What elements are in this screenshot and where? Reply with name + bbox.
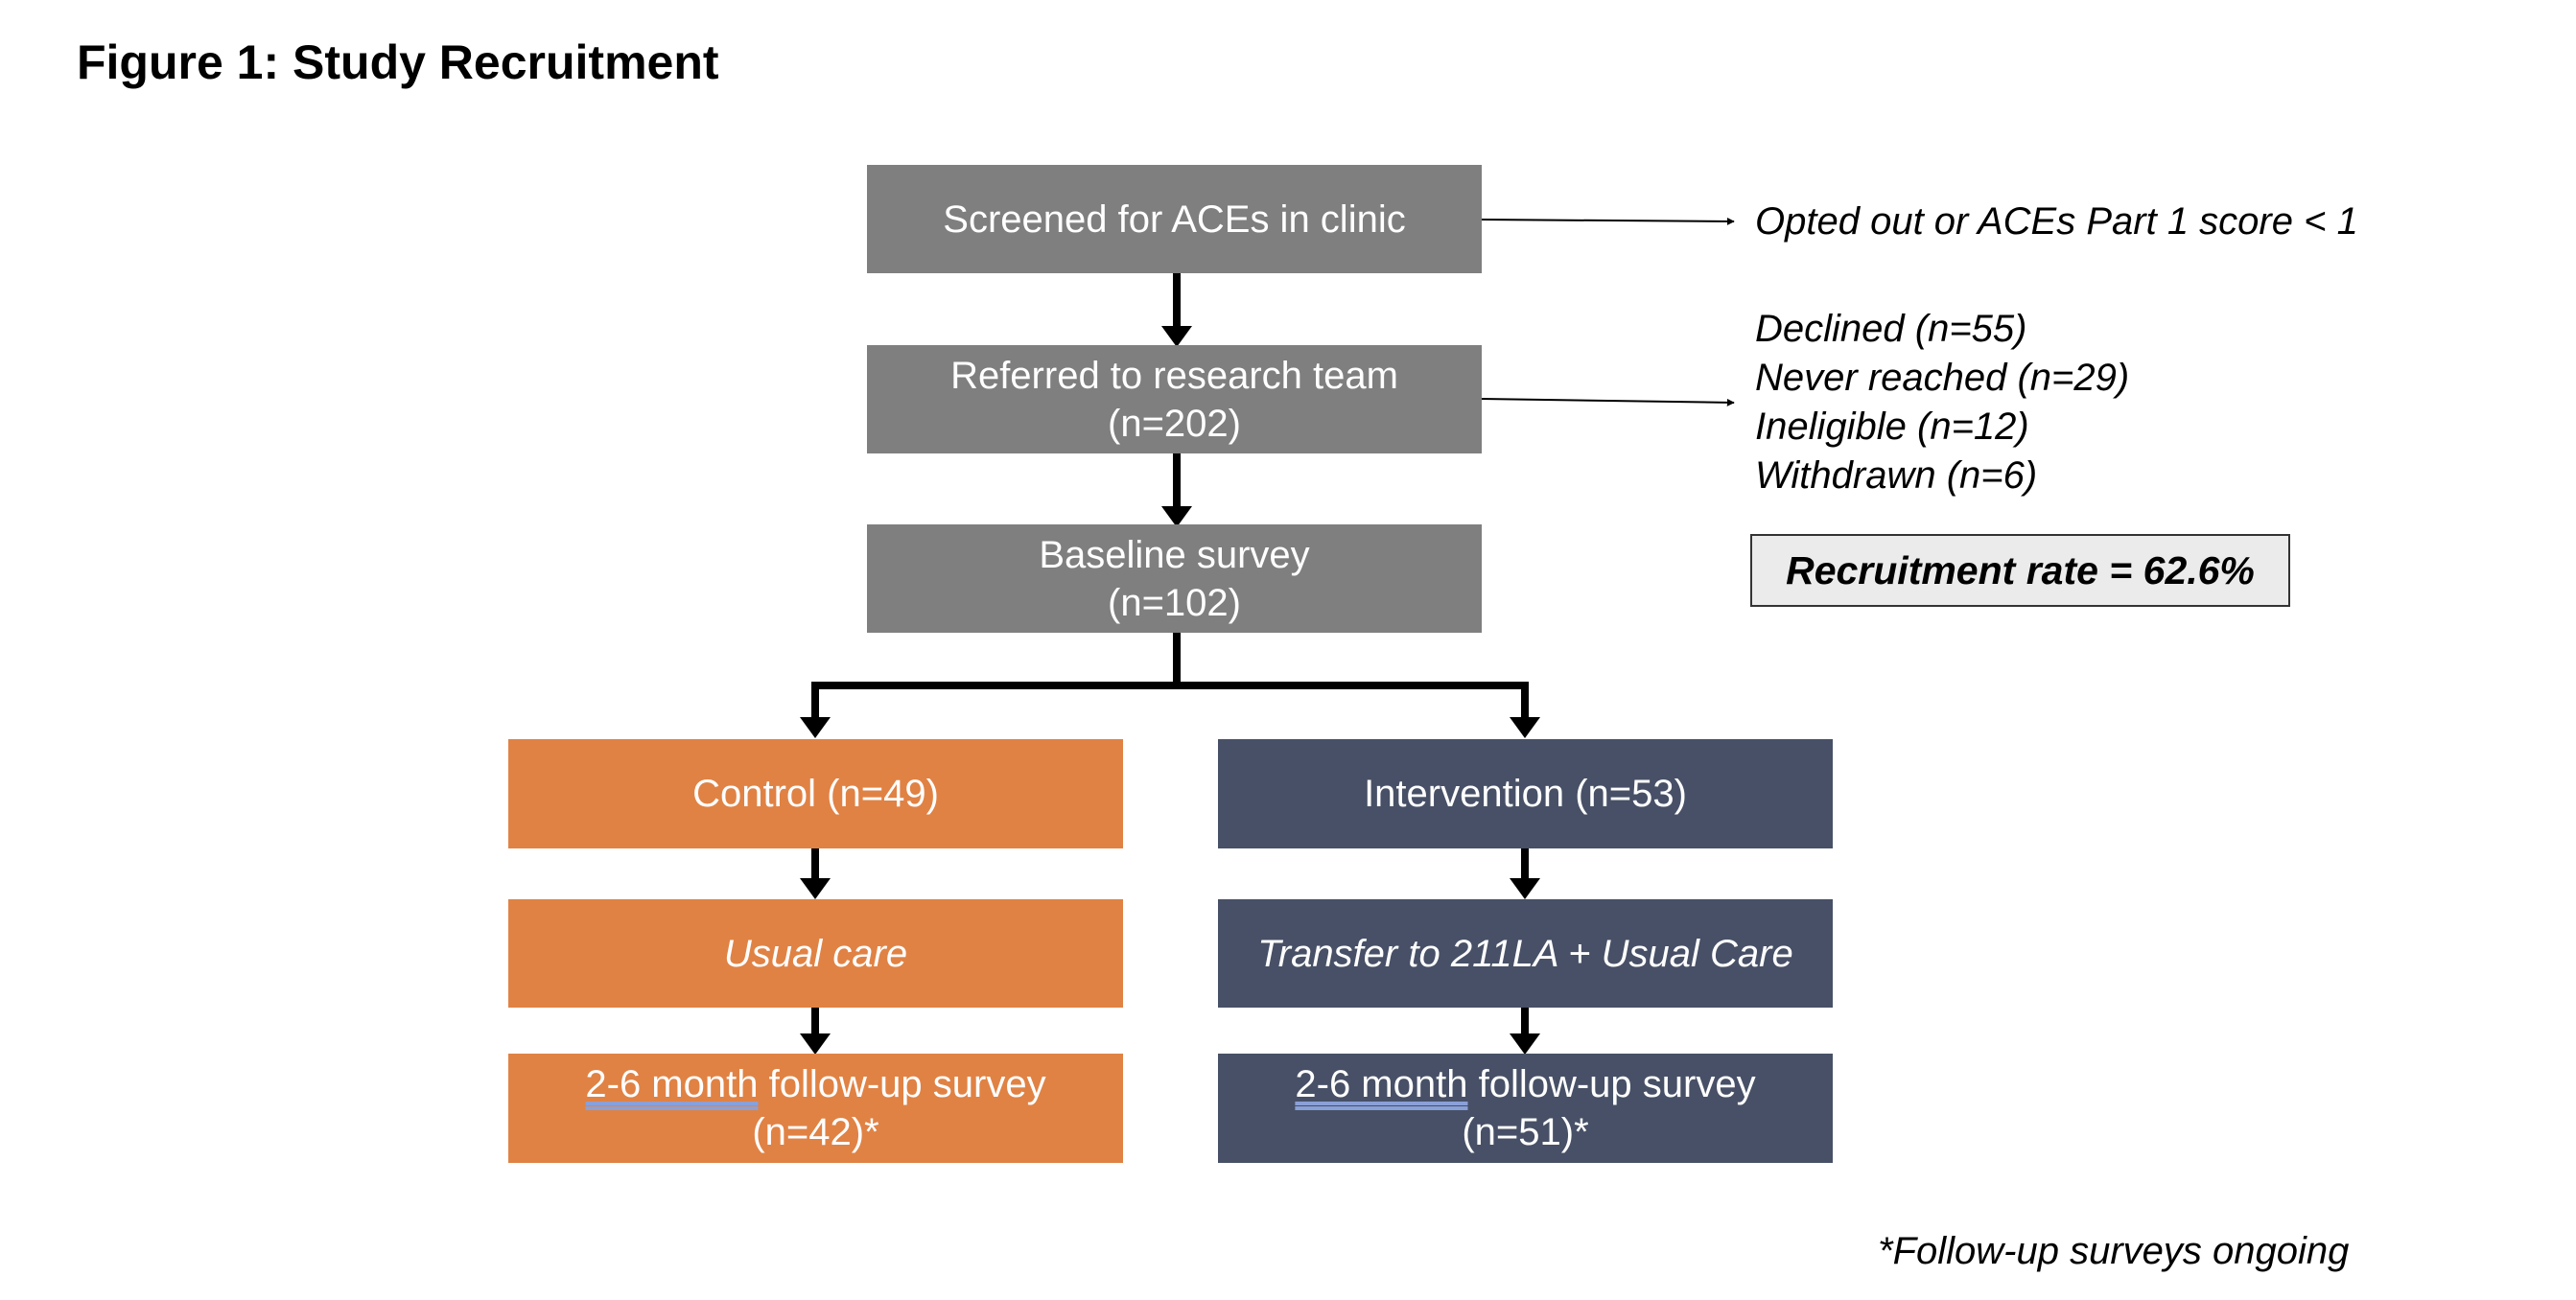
exclusion-ineligible: Ineligible (n=12) [1755,406,2029,448]
recruitment-rate-label: Recruitment rate = 62.6% [1786,547,2255,592]
exclusion-declined: Declined (n=55) [1755,308,2027,350]
arrowhead-baseline [1161,506,1192,527]
arrowhead-transfer [1510,878,1540,899]
transfer-label: Transfer to 211LA + Usual Care [1257,932,1793,975]
arrowhead-control [800,717,831,738]
baseline-box: Baseline survey (n=102) [867,524,1482,633]
arrow-to-exclusions [1481,398,1735,406]
control-label: Control (n=49) [692,773,939,815]
screened-box: Screened for ACEs in clinic [867,165,1482,273]
figure-title: Figure 1: Study Recruitment [77,35,719,89]
exclusion-never-reached: Never reached (n=29) [1755,357,2130,399]
intervention-followup-line1: 2-6 month follow-up survey [1295,1060,1755,1108]
arrowhead-intervention-followup [1510,1033,1540,1055]
intervention-followup-text: follow-up survey [1467,1063,1756,1105]
control-box: Control (n=49) [508,739,1123,848]
intervention-followup-count: (n=51)* [1462,1111,1589,1153]
baseline-count: (n=102) [1108,581,1241,624]
intervention-box: Intervention (n=53) [1218,739,1833,848]
control-followup-box: 2-6 month follow-up survey (n=42)* [508,1054,1123,1163]
usual-care-box: Usual care [508,899,1123,1008]
exclusion-reasons: Declined (n=55) Never reached (n=29) Ine… [1755,305,2129,500]
referred-box: Referred to research team (n=202) [867,345,1482,453]
arrowhead-usual-care [800,878,831,899]
control-followup-count: (n=42)* [752,1111,879,1153]
transfer-box: Transfer to 211LA + Usual Care [1218,899,1833,1008]
arrowhead-referred [1161,326,1192,347]
intervention-followup-box: 2-6 month follow-up survey (n=51)* [1218,1054,1833,1163]
control-followup-line1: 2-6 month follow-up survey [585,1060,1045,1108]
control-followup-period: 2-6 month [585,1063,759,1105]
opted-out-note: Opted out or ACEs Part 1 score < 1 [1755,200,2358,243]
exclusion-withdrawn: Withdrawn (n=6) [1755,454,2038,497]
referred-label: Referred to research team [950,354,1398,397]
arrowhead-intervention [1510,717,1540,738]
baseline-label: Baseline survey [1039,533,1310,576]
control-followup-text: follow-up survey [758,1063,1046,1105]
referred-count: (n=202) [1108,402,1241,445]
arrow-to-opted-out [1481,217,1735,225]
intervention-followup-period: 2-6 month [1295,1063,1468,1105]
intervention-label: Intervention (n=53) [1364,773,1687,815]
usual-care-label: Usual care [723,932,908,975]
screened-label: Screened for ACEs in clinic [943,197,1406,241]
footnote: *Follow-up surveys ongoing [1878,1230,2350,1272]
recruitment-rate-box: Recruitment rate = 62.6% [1750,534,2290,607]
arrowhead-control-followup [800,1033,831,1055]
